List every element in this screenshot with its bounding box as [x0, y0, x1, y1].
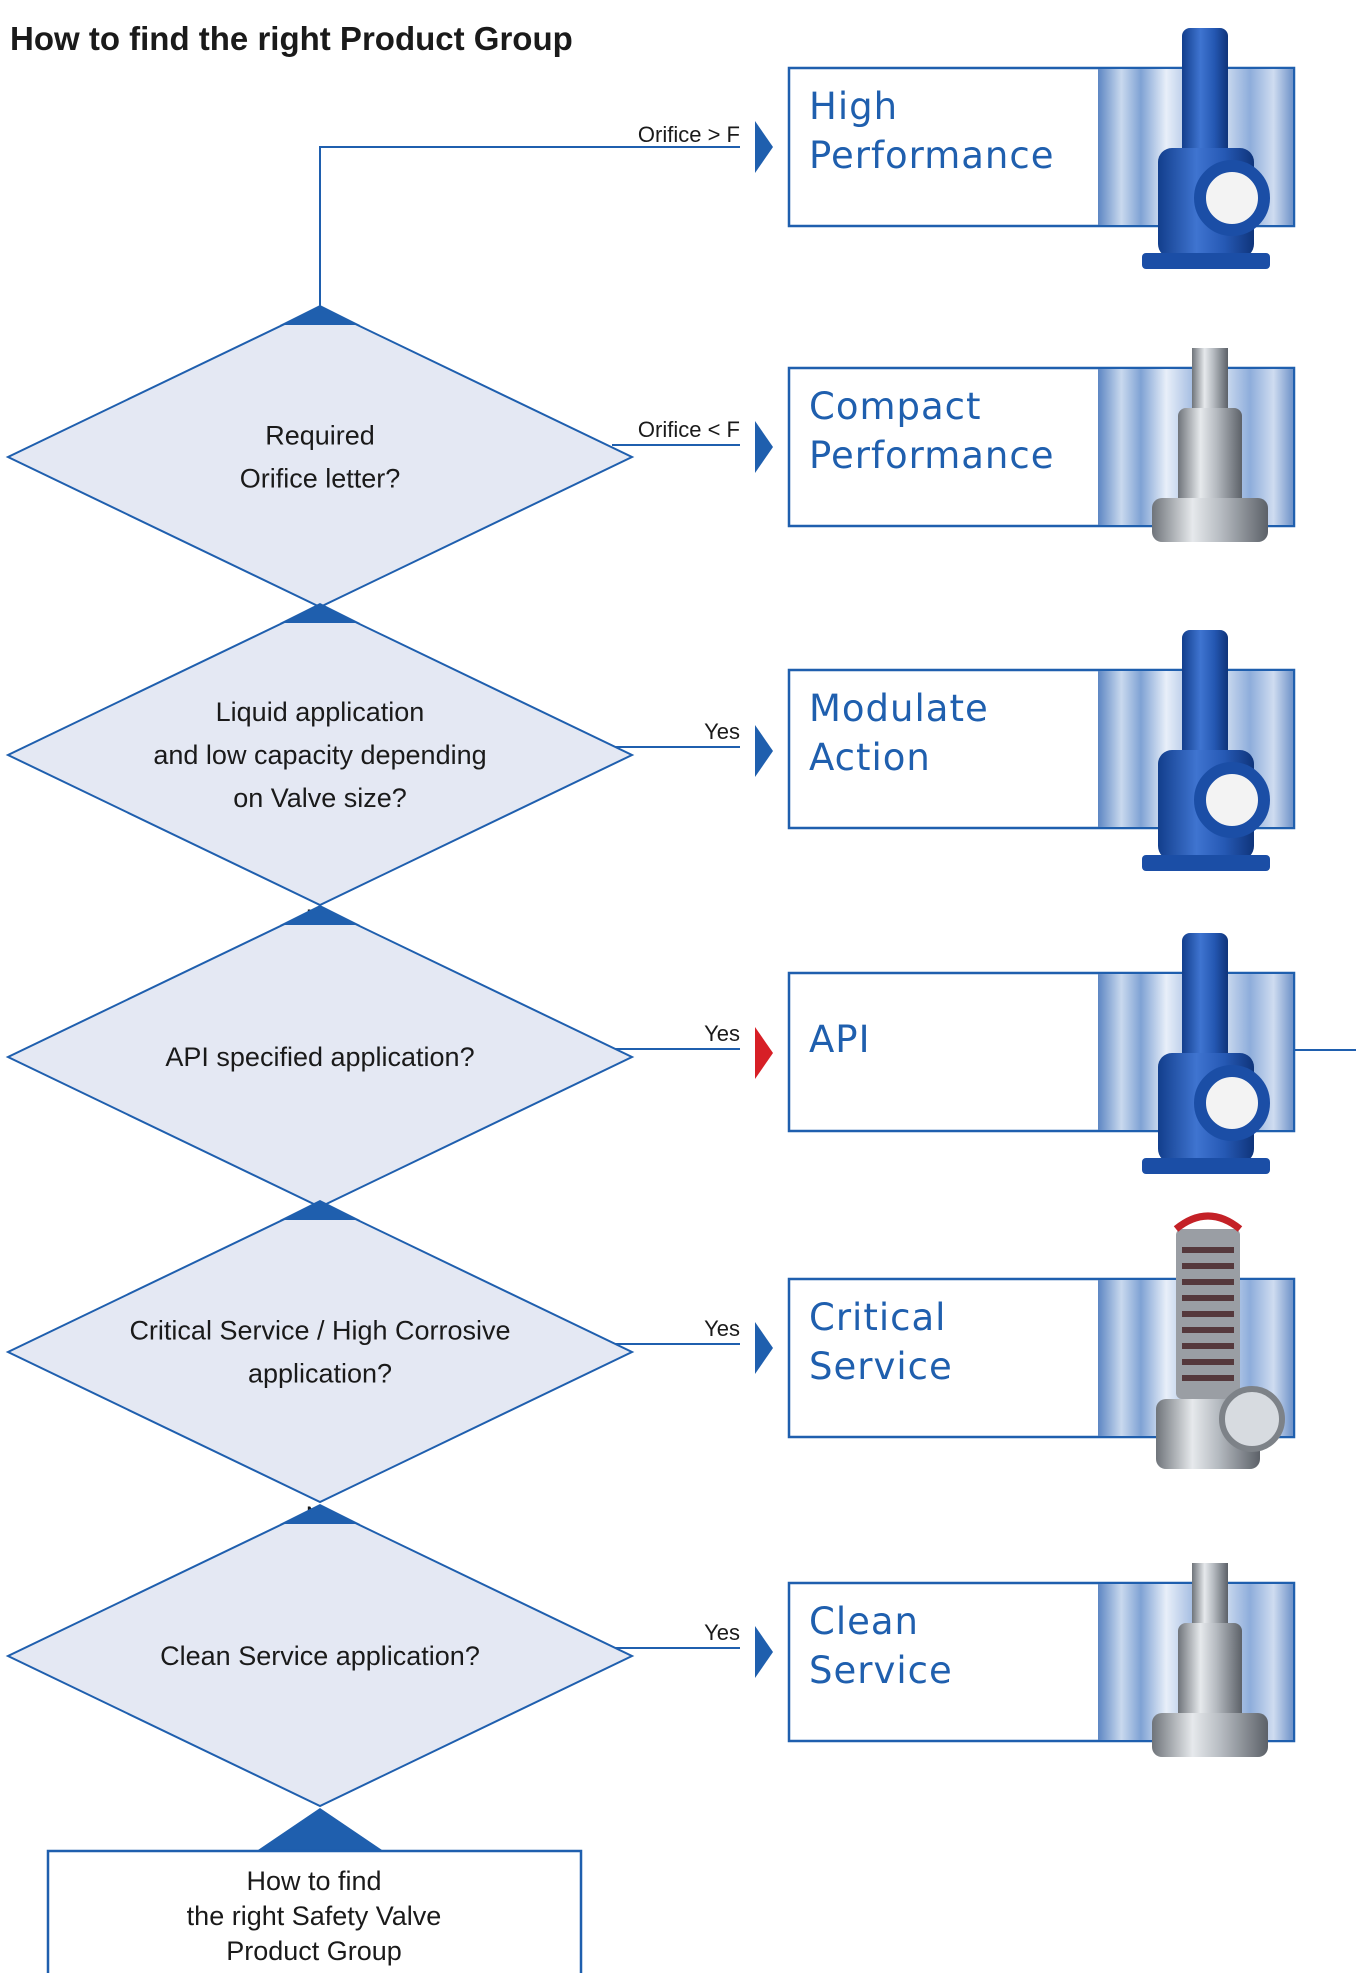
spring-coil — [1182, 1247, 1234, 1253]
group-label: Service — [809, 1649, 953, 1692]
connector-arrow — [755, 1626, 773, 1678]
valve-outlet — [1194, 160, 1270, 236]
valve-outlet — [1152, 498, 1268, 542]
diamond-cap-marker — [280, 1200, 360, 1220]
valve-bonnet — [1192, 1563, 1228, 1633]
group-label: Modulate — [809, 687, 989, 730]
connector-arrow — [755, 1027, 773, 1079]
valve-outlet — [1219, 1386, 1285, 1452]
question-text: Required — [265, 421, 375, 451]
spring-coil — [1182, 1311, 1234, 1317]
edge-label: Yes — [704, 1620, 740, 1645]
connector-arrow — [755, 1322, 773, 1374]
question-diamond: API specified application?No — [5, 905, 635, 1232]
start-arrow-marker — [258, 1808, 382, 1850]
group-label: Performance — [809, 134, 1054, 177]
high-performance-valve-icon — [1142, 28, 1270, 269]
valve-bonnet — [1192, 348, 1228, 418]
diamond-cap-marker — [280, 1504, 360, 1524]
question-text: and low capacity depending — [153, 740, 486, 770]
valve-bonnet — [1182, 630, 1228, 770]
question-text: Critical Service / High Corrosive — [129, 1316, 510, 1346]
group-label: High — [809, 85, 898, 128]
question-diamond: Critical Service / High Corrosive applica… — [5, 1200, 635, 1527]
group-label: Performance — [809, 434, 1054, 477]
spring-coil — [1182, 1279, 1234, 1285]
diamond-shape — [5, 1200, 635, 1504]
connector-arrow — [755, 421, 773, 473]
start-text: Product Group — [226, 1936, 402, 1966]
valve-bonnet — [1182, 933, 1228, 1073]
question-text: Orifice letter? — [240, 464, 401, 494]
diamond-cap-marker — [280, 305, 360, 325]
modulate-action-valve-icon — [1142, 630, 1270, 871]
group-label: Service — [809, 1345, 953, 1388]
question-text: on Valve size? — [233, 783, 407, 813]
product-group-box: API — [787, 933, 1296, 1174]
group-label: Action — [809, 736, 931, 779]
valve-outlet — [1152, 1713, 1268, 1757]
diamond-cap-marker — [280, 603, 360, 623]
question-text: application? — [248, 1359, 392, 1389]
edge-label: Yes — [704, 719, 740, 744]
edge-label: Yes — [704, 1021, 740, 1046]
question-text: API specified application? — [165, 1042, 474, 1072]
compact-performance-valve-icon — [1152, 348, 1268, 542]
spring-coil — [1182, 1295, 1234, 1301]
spring-coil — [1182, 1359, 1234, 1365]
page-title: How to find the right Product Group — [10, 20, 573, 57]
diamond-shape — [5, 305, 635, 609]
group-label: Clean — [809, 1600, 919, 1643]
edge-label: Orifice > F — [638, 122, 740, 147]
start-frame — [46, 1849, 583, 1973]
question-diamond: Liquid application and low capacity depen… — [5, 603, 635, 930]
question-text: Liquid application — [216, 697, 425, 727]
connector-arrow — [755, 121, 773, 173]
start-box: How to find the right Safety ValveProduct… — [46, 1808, 583, 1973]
connector-line — [319, 146, 740, 303]
edge-label: Yes — [704, 1316, 740, 1341]
start-layer: How to find the right Safety ValveProduct… — [46, 1808, 583, 1973]
clean-service-valve-icon — [1152, 1563, 1268, 1757]
api-valve-icon — [1142, 933, 1270, 1174]
spring-coil — [1182, 1343, 1234, 1349]
diamond-shape — [5, 1504, 635, 1808]
product-group-layer: HighPerformanceCompactPerformanceModulat… — [787, 28, 1296, 1757]
question-diamond: Clean Service application? — [5, 1504, 635, 1808]
spring-coil — [1182, 1375, 1234, 1381]
start-text: How to find — [246, 1866, 381, 1896]
lever-arm — [1173, 1212, 1243, 1232]
spring-coil — [1182, 1263, 1234, 1269]
valve-outlet — [1194, 762, 1270, 838]
valve-bonnet — [1182, 28, 1228, 168]
edge-label: Orifice < F — [638, 417, 740, 442]
valve-flange — [1142, 1158, 1270, 1174]
connector-arrow — [755, 725, 773, 777]
diamond-cap-marker — [280, 905, 360, 925]
question-text: Clean Service application? — [160, 1641, 480, 1671]
start-text: the right Safety Valve — [187, 1901, 442, 1931]
valve-flange — [1142, 855, 1270, 871]
group-label: API — [809, 1018, 871, 1061]
group-label: Compact — [809, 385, 982, 428]
valve-outlet — [1194, 1065, 1270, 1141]
valve-flange — [1142, 253, 1270, 269]
spring-coil — [1182, 1327, 1234, 1333]
critical-service-valve-icon — [1156, 1212, 1285, 1469]
group-label: Critical — [809, 1296, 946, 1339]
